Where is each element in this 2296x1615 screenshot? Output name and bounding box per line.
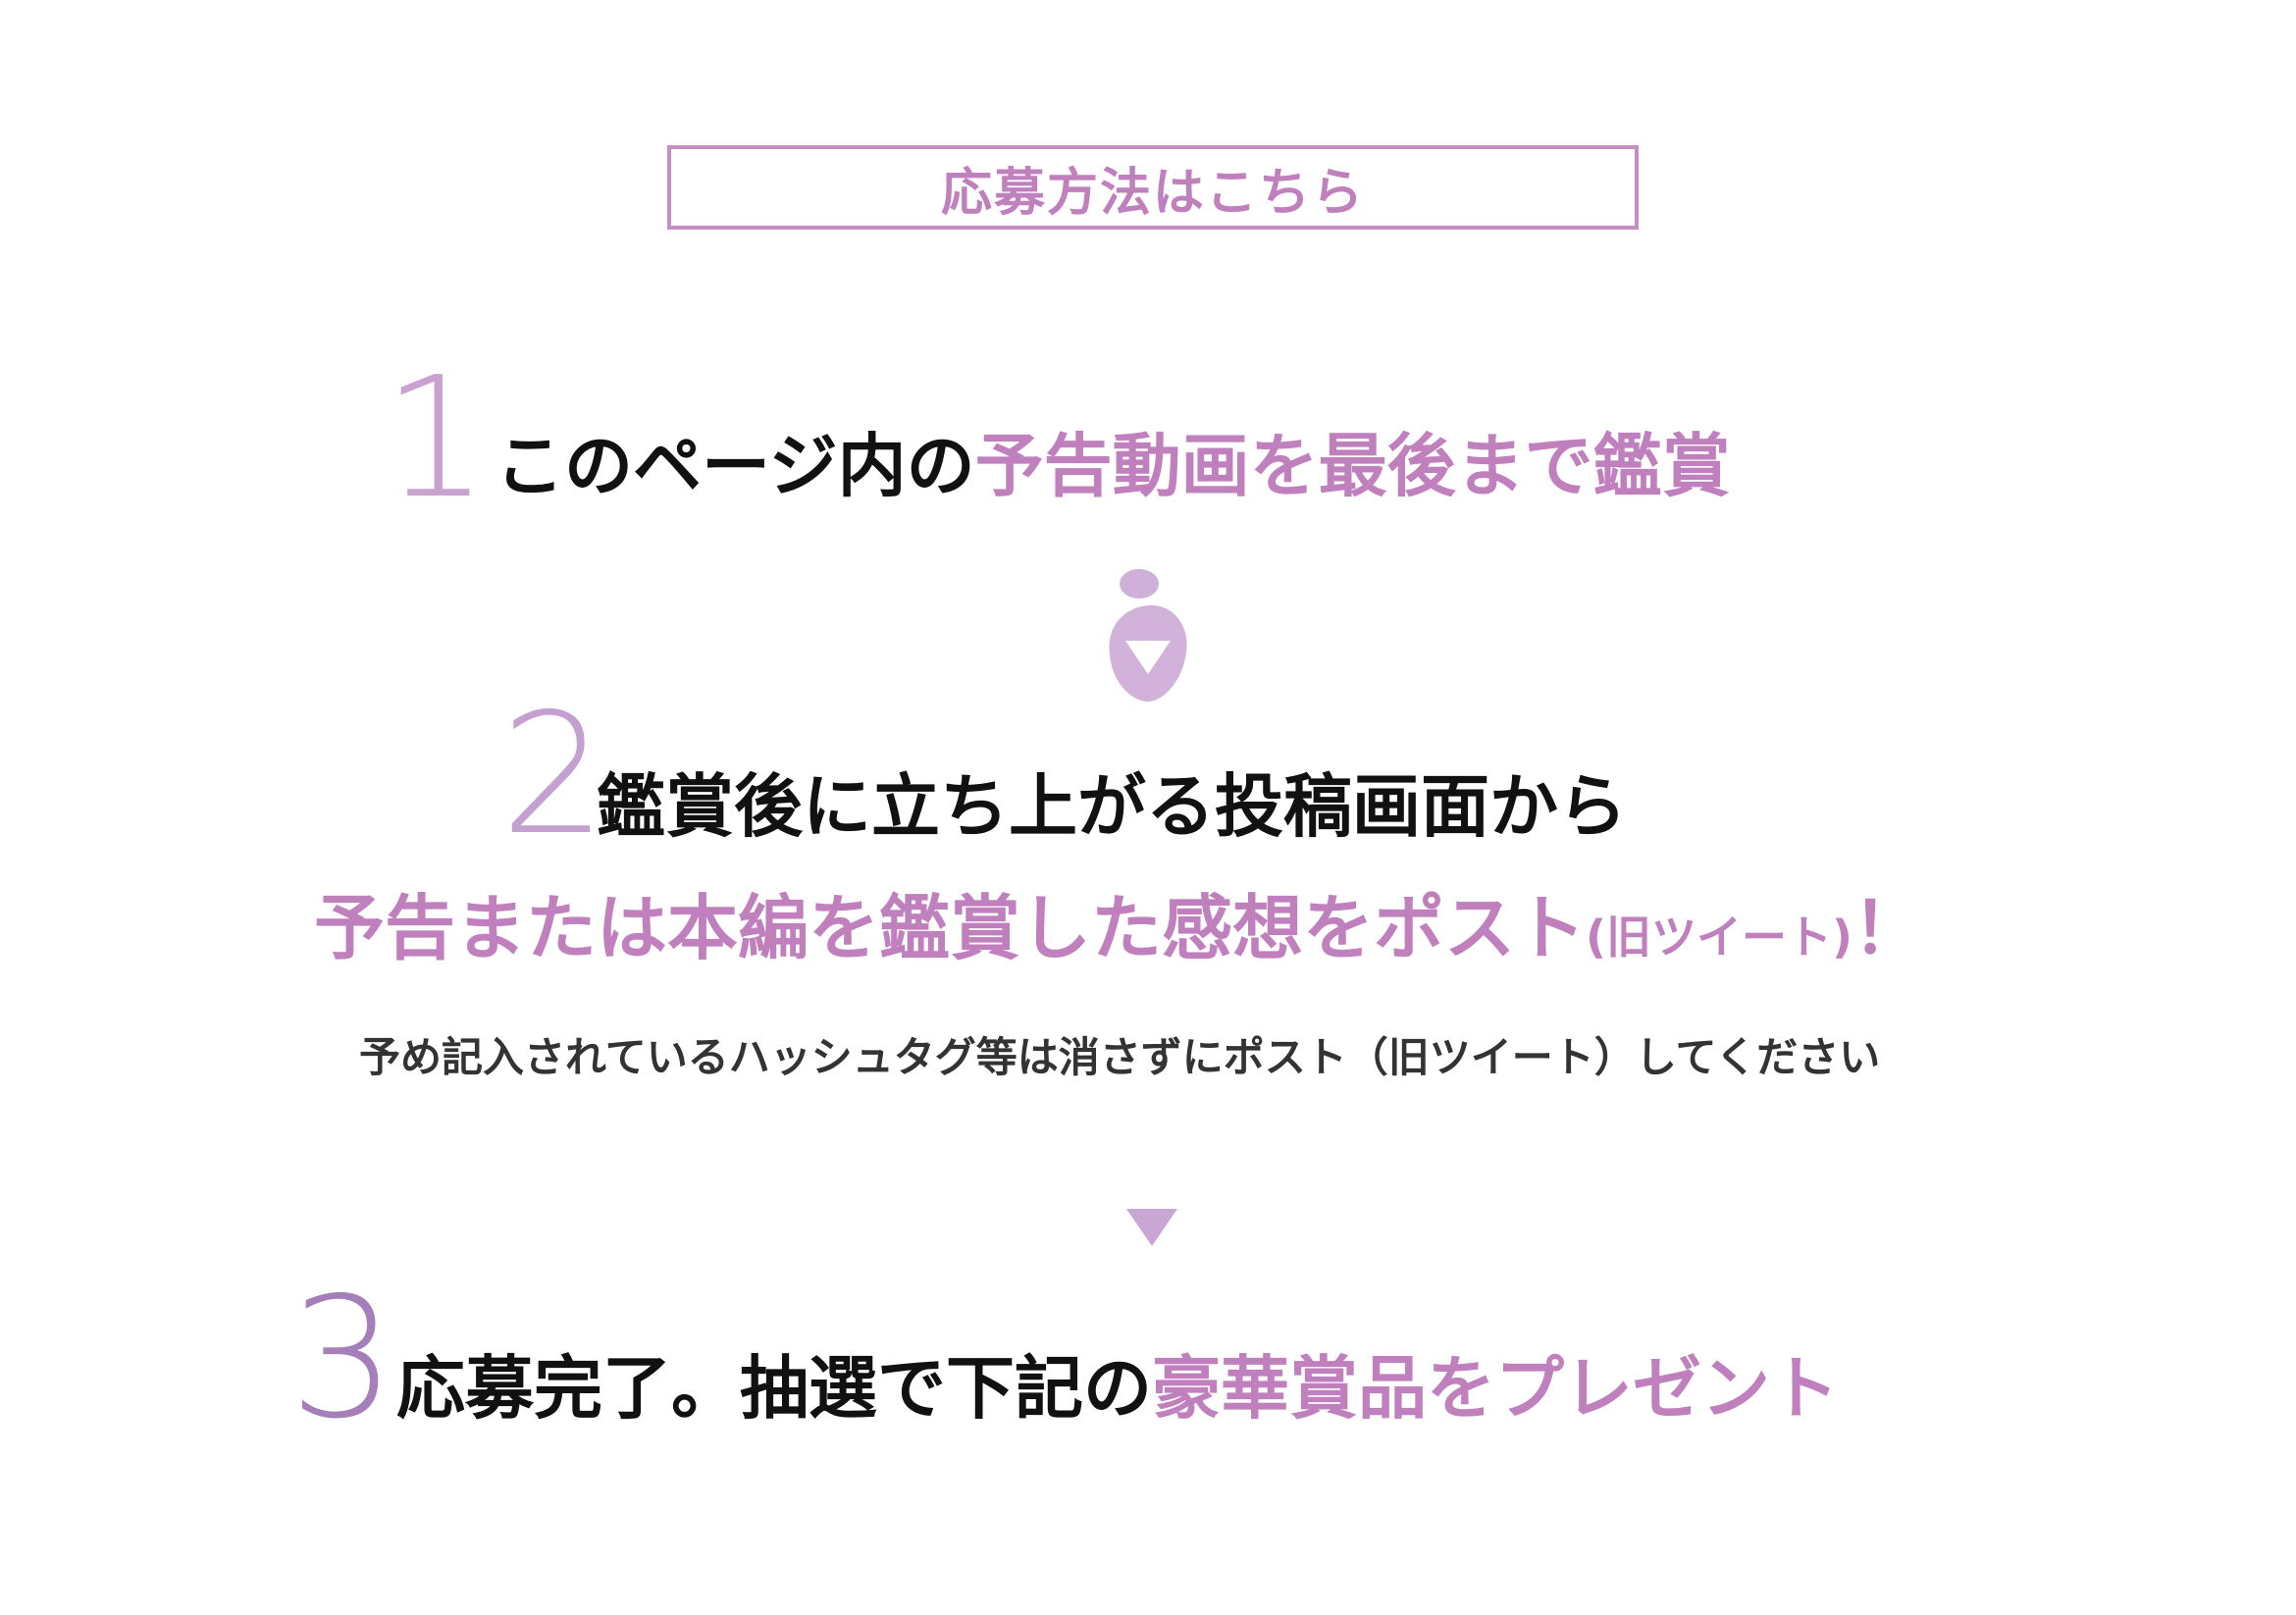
step-2-subtitle-small: (旧ツイート): [1586, 911, 1853, 964]
step-2-subtitle: 予告または本編を鑑賞した感想をポスト(旧ツイート)！: [314, 893, 1923, 964]
step-2-subtitle-end: ！: [1852, 887, 1924, 969]
step-2-text: 鑑賞後に立ち上がる投稿画面から: [597, 766, 1627, 847]
step-2-note: 予め記入されているハッシュタグ等は消さずにポスト（旧ツイート）してください: [359, 1033, 1881, 1081]
arrow-down-blob-icon: [1109, 569, 1187, 702]
step-3-number: 3: [289, 1262, 396, 1456]
step-3-text-highlight: 豪華賞品をプレゼント: [1152, 1348, 1839, 1429]
step-2-subtitle-main: 予告または本編を鑑賞した感想をポスト: [314, 887, 1587, 969]
section-title-box: 応募方法はこちら: [667, 145, 1639, 230]
step-3-text: 応募完了。抽選で下記の豪華賞品をプレゼント: [396, 1354, 1839, 1423]
arrow-down-triangle-icon: [1126, 1209, 1177, 1246]
section-title: 応募方法はこちら: [940, 163, 1365, 223]
step-2-number: 2: [500, 678, 607, 872]
step-1-text-highlight: 予告動画を最後まで鑑賞: [974, 426, 1731, 506]
step-1-number: 1: [383, 341, 490, 536]
step-3-text-dark: 応募完了。抽選で下記の: [396, 1348, 1152, 1429]
step-1-text-dark: このページ内の: [496, 426, 975, 506]
step-1-text: このページ内の予告動画を最後まで鑑賞: [496, 432, 1731, 500]
